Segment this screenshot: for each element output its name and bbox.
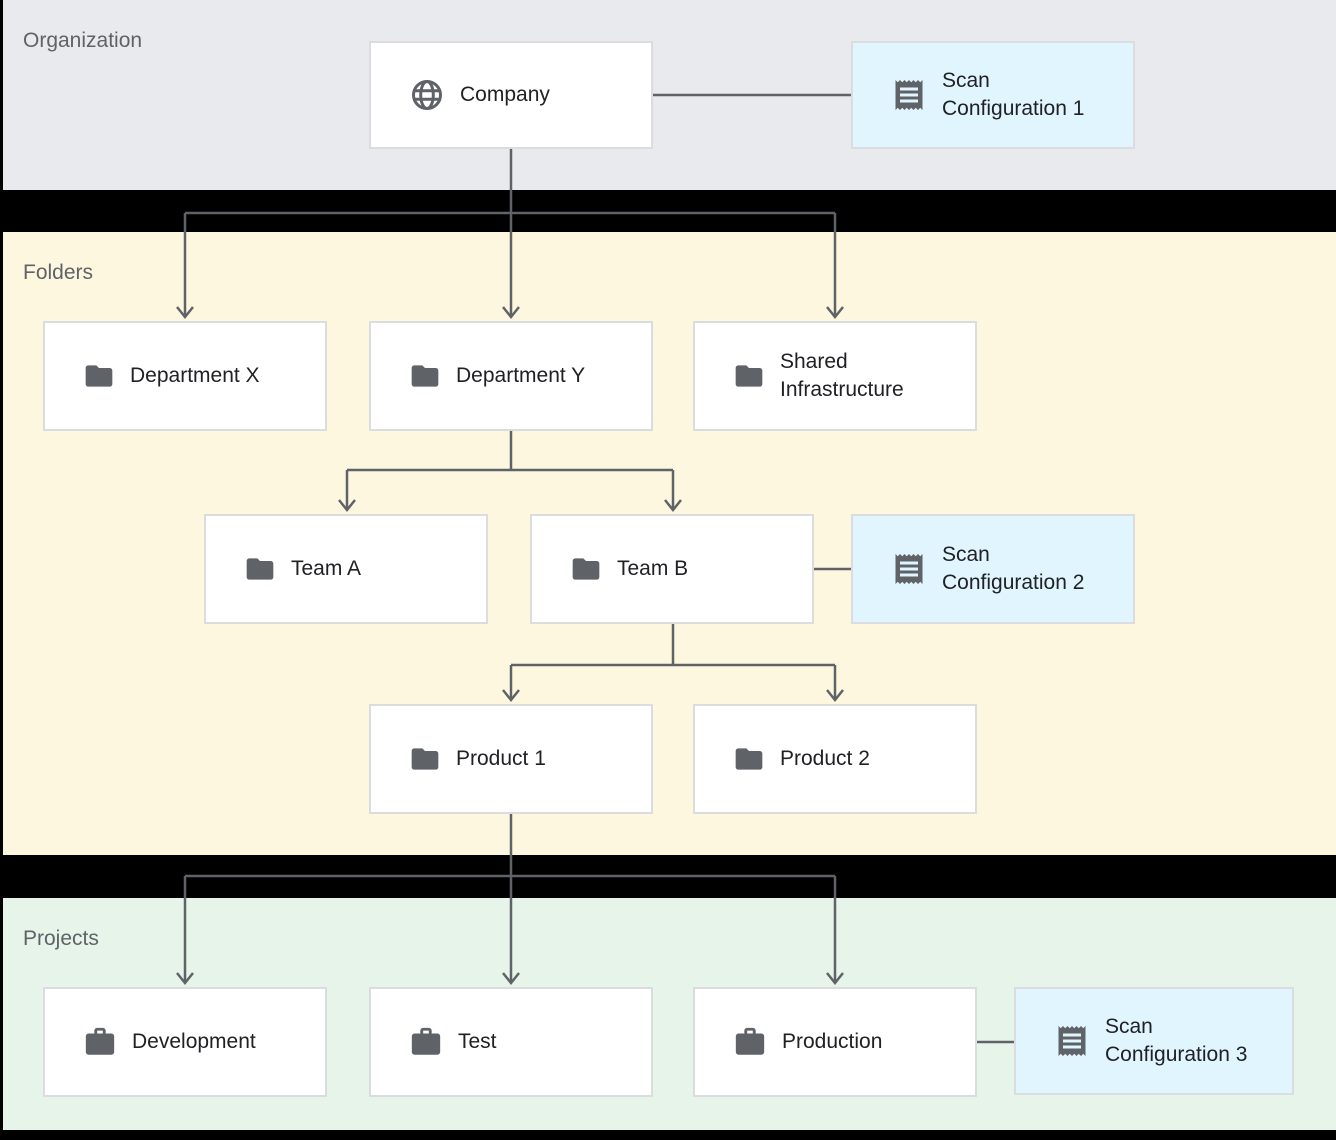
organization-band — [3, 0, 1336, 190]
section-label-folders: Folders — [23, 261, 94, 284]
node-label: Development — [132, 1030, 256, 1053]
node-development: Development — [43, 987, 327, 1097]
node-label: Company — [460, 83, 550, 106]
folder-icon — [570, 553, 602, 585]
node-label: Product 1 — [456, 747, 546, 770]
folder-icon — [733, 743, 765, 775]
node-label: Team B — [617, 557, 689, 580]
node-company: Company — [369, 41, 653, 149]
node-production: Production — [693, 987, 977, 1097]
node-label: Test — [458, 1030, 497, 1053]
briefcase-icon — [409, 1025, 443, 1059]
node-department-x: Department X — [43, 321, 327, 431]
node-department-y: Department Y — [369, 321, 653, 431]
folder-icon — [244, 553, 276, 585]
folder-icon — [409, 360, 441, 392]
node-test: Test — [369, 987, 653, 1097]
receipt-icon — [891, 77, 927, 113]
node-label: Team A — [291, 557, 362, 580]
folder-icon — [83, 360, 115, 392]
node-label: Product 2 — [780, 747, 870, 770]
receipt-icon — [1054, 1023, 1090, 1059]
node-label: Department Y — [456, 364, 586, 387]
briefcase-icon — [83, 1025, 117, 1059]
node-team-a: Team A — [204, 514, 488, 624]
globe-icon — [409, 77, 445, 113]
folder-icon — [409, 743, 441, 775]
section-label-organization: Organization — [23, 29, 143, 52]
folder-icon — [733, 360, 765, 392]
node-label: Production — [782, 1030, 883, 1053]
node-label: Department X — [130, 364, 260, 387]
receipt-icon — [891, 551, 927, 587]
node-team-b: Team B — [530, 514, 814, 624]
node-product-2: Product 2 — [693, 704, 977, 814]
section-label-projects: Projects — [23, 927, 99, 950]
node-product-1: Product 1 — [369, 704, 653, 814]
briefcase-icon — [733, 1025, 767, 1059]
